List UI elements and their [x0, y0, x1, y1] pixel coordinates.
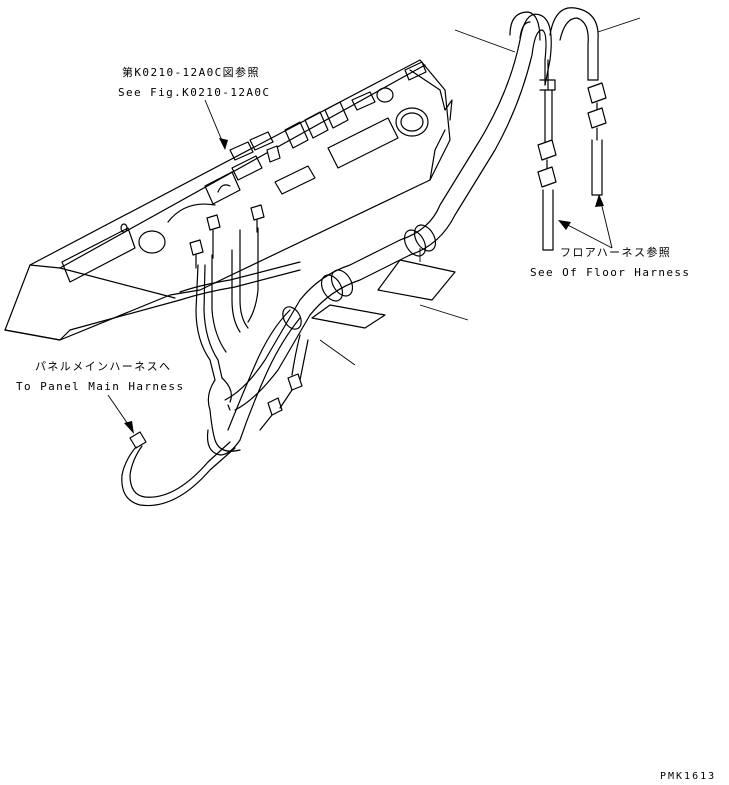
floor-harness-connectors	[537, 82, 607, 251]
panel-main-harness-label-jp: パネルメインハーネスへ	[35, 360, 172, 373]
fig-ref-label-en: See Fig.K0210-12A0C	[118, 86, 271, 99]
floor-harness-label-en: See Of Floor Harness	[530, 266, 691, 279]
control-panel-console	[4, 59, 453, 341]
leader-lines	[107, 17, 641, 434]
tube-clamps	[282, 224, 456, 330]
console-connectors	[189, 145, 281, 269]
lower-harness-branch	[121, 309, 309, 507]
floor-harness-label-jp: フロアハーネス参照	[560, 246, 672, 259]
drawing-code: PMK1613	[660, 771, 717, 782]
panel-wire-bundle	[179, 227, 301, 452]
main-harness-tube	[224, 7, 599, 411]
fig-ref-label-jp: 第K0210-12A0C図参照	[122, 66, 260, 79]
panel-main-harness-label-en: To Panel Main Harness	[16, 380, 185, 393]
